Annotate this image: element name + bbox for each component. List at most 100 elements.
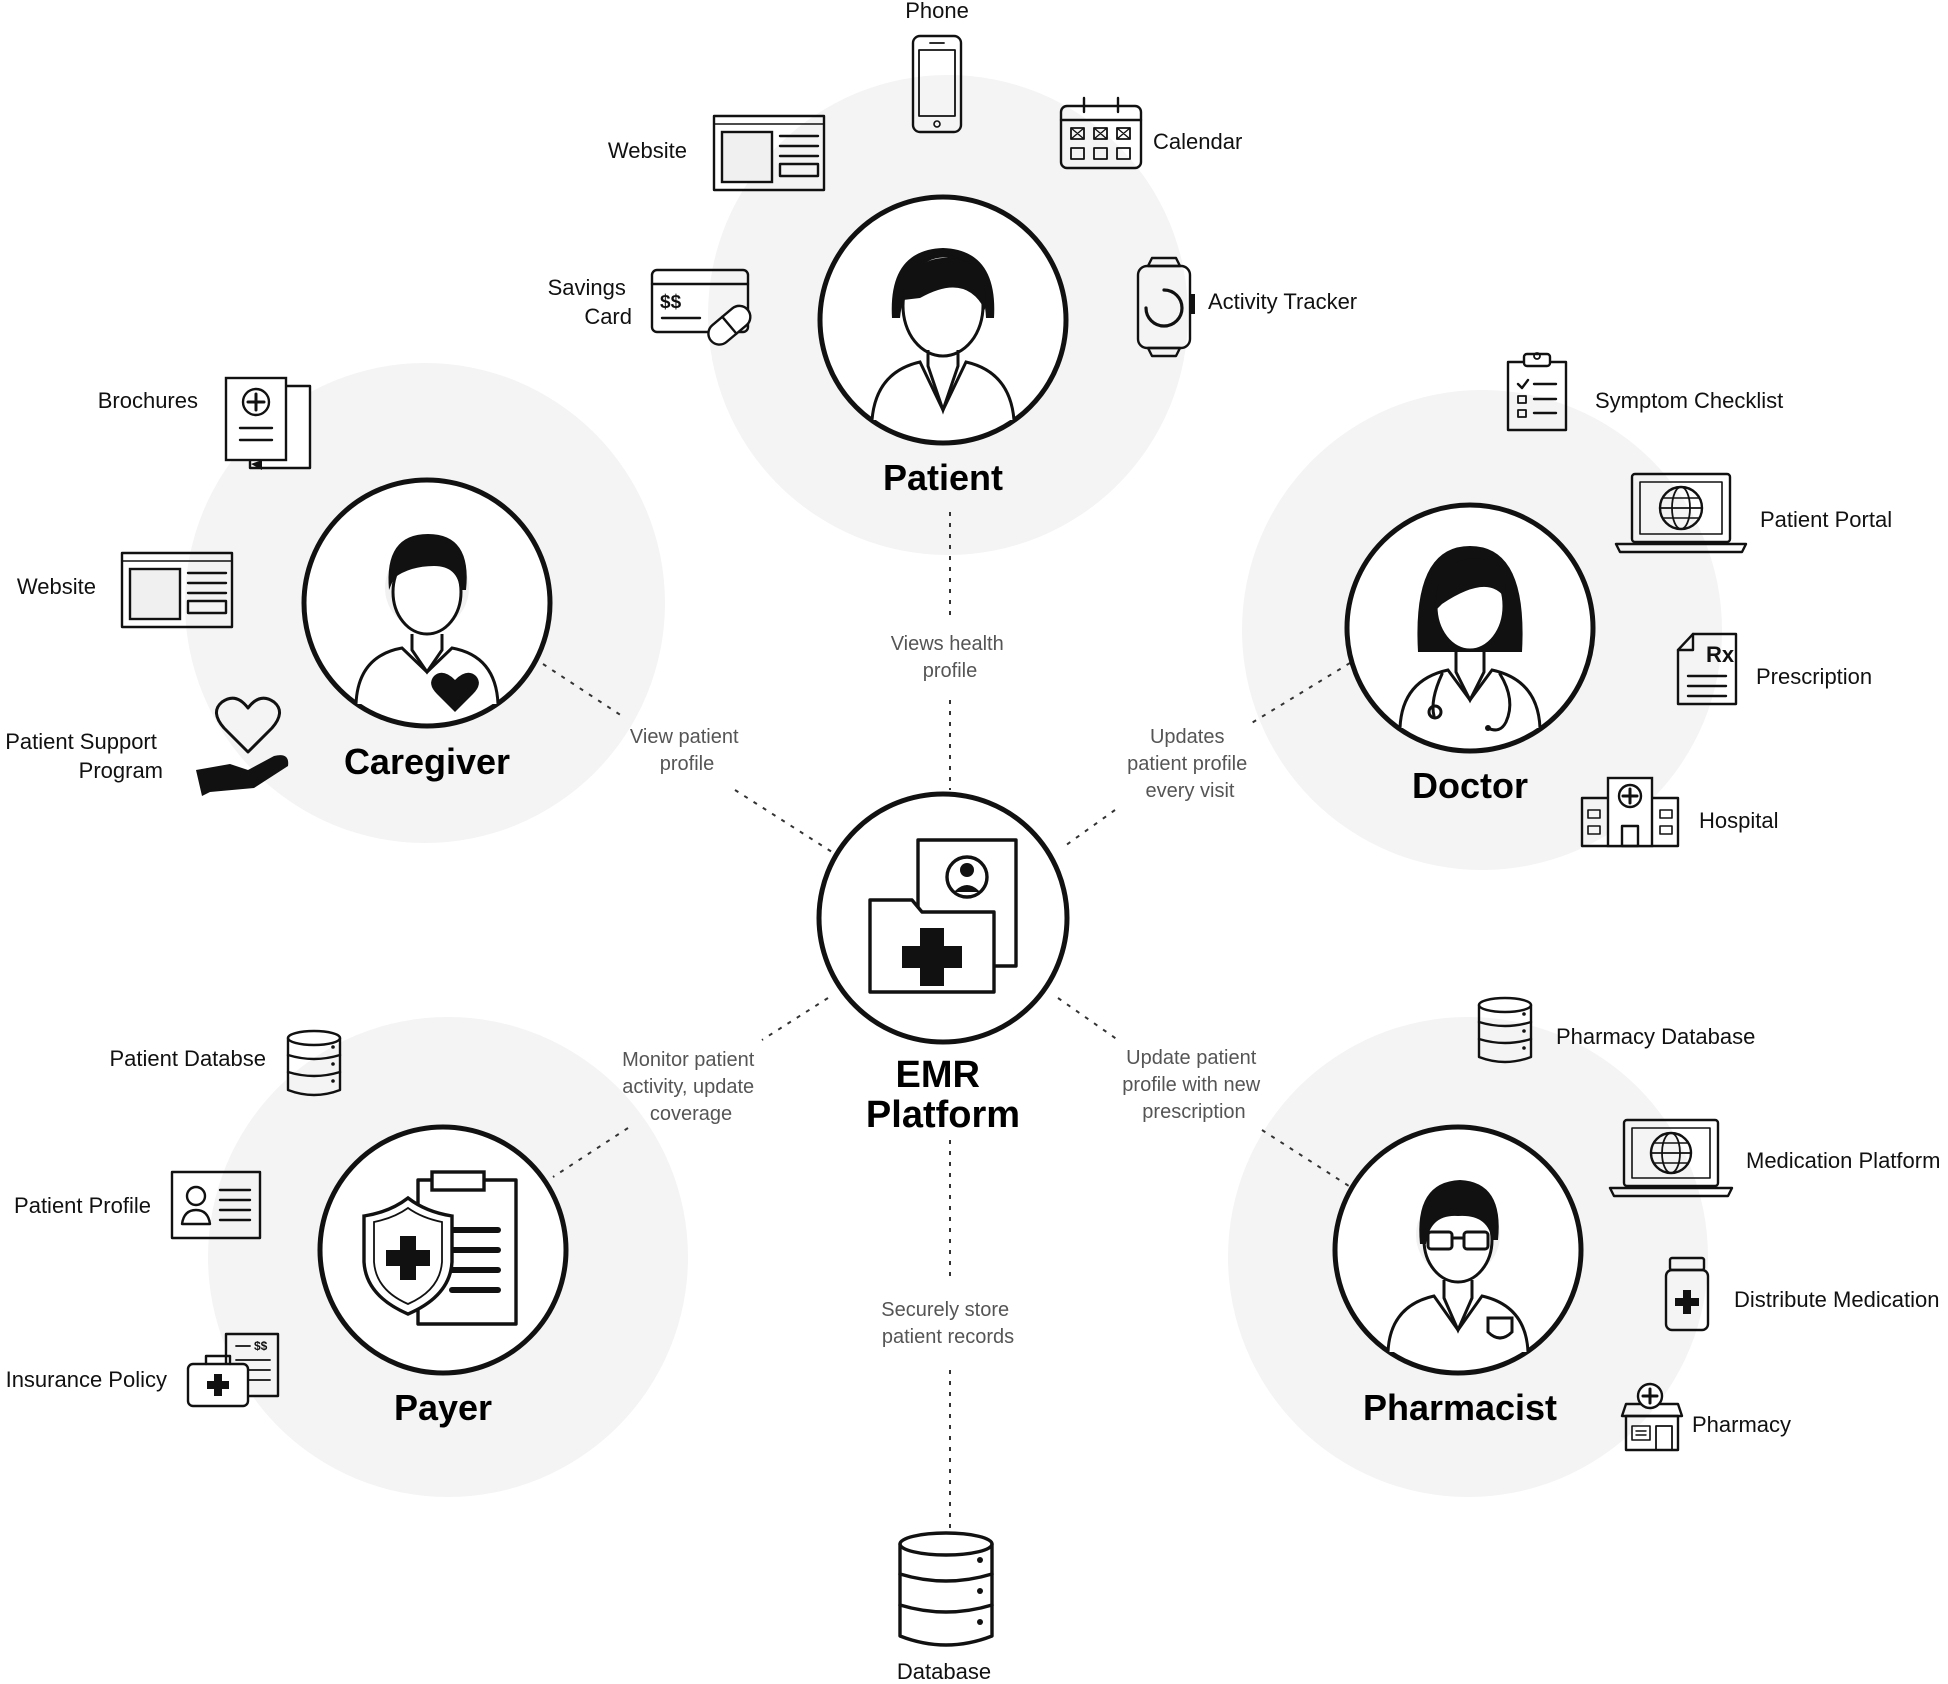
savings-card-item: Savings Card $$: [548, 268, 752, 346]
prescription-label: Prescription: [1756, 664, 1872, 689]
website-icon: [120, 551, 234, 629]
connector-caregiver-bottom: [734, 789, 833, 853]
laptop-globe-icon: [1614, 472, 1748, 554]
patient-title: Patient: [883, 457, 1003, 498]
heart-in-hand-icon: [196, 696, 289, 796]
payer-shield-clipboard-icon: [362, 1170, 518, 1326]
connector-doctor-top: [1249, 662, 1351, 725]
symptom-checklist-label: Symptom Checklist: [1595, 388, 1783, 413]
id-card-icon: [170, 1170, 262, 1240]
edge-label-pharmacist-line-1: Update patient: [1126, 1047, 1257, 1069]
connector-payer-bottom: [552, 1127, 629, 1178]
doctor-node[interactable]: [1344, 502, 1596, 754]
patient-portal-item: Patient Portal: [1614, 472, 1892, 554]
edge-label-doctor-line-3: every visit: [1146, 780, 1235, 802]
patient-portal-label: Patient Portal: [1760, 507, 1892, 532]
pharmacist-node[interactable]: [1332, 1124, 1584, 1376]
edge-label-pharmacist: Update patient profile with new prescrip…: [1122, 1047, 1265, 1123]
medication-platform-label: Medication Platform: [1746, 1148, 1940, 1173]
caregiver-website-label: Website: [17, 574, 96, 599]
pharmacist-title: Pharmacist: [1363, 1387, 1557, 1428]
database-icon: [286, 1029, 342, 1097]
brochure-icon: [224, 376, 312, 470]
edge-label-caregiver: View patient profile: [630, 726, 744, 775]
patient-node[interactable]: [817, 194, 1069, 446]
doctor-title: Doctor: [1412, 765, 1528, 806]
doctor-avatar-icon: [1398, 546, 1542, 732]
pharmacist-avatar-icon: [1386, 1180, 1530, 1353]
hospital-item: Hospital: [1580, 776, 1778, 848]
database-icon: [1477, 996, 1533, 1064]
prescription-icon: Rx: [1676, 632, 1738, 706]
pharmacy-store-icon: [1620, 1382, 1684, 1452]
brochures-item: Brochures: [98, 376, 312, 470]
medicine-bottle-icon: [1664, 1256, 1710, 1332]
hospital-icon: [1580, 776, 1680, 848]
patient-profile-label: Patient Profile: [14, 1193, 151, 1218]
activity-tracker-label: Activity Tracker: [1208, 289, 1357, 314]
insurance-policy-label: Insurance Policy: [6, 1367, 167, 1392]
activity-tracker-item: Activity Tracker: [1136, 256, 1357, 358]
connector-caregiver-top: [542, 663, 623, 717]
watch-icon: [1136, 256, 1195, 358]
payer-title: Payer: [394, 1387, 492, 1428]
support-program-label-line-2: Program: [79, 758, 163, 783]
edge-label-payer: Monitor patient activity, update coverag…: [622, 1049, 760, 1125]
insurance-kit-icon: $$: [186, 1332, 280, 1408]
medication-platform-item: Medication Platform: [1608, 1118, 1940, 1198]
distribute-medication-label: Distribute Medication: [1734, 1287, 1939, 1312]
laptop-globe-icon: [1608, 1118, 1734, 1198]
savings-card-label-line-2: Card: [584, 304, 632, 329]
savings-card-label: Savings Card: [548, 275, 632, 329]
patient-database-label: Patient Databse: [109, 1046, 266, 1071]
caregiver-title: Caregiver: [344, 741, 510, 782]
emr-platform-node[interactable]: [816, 791, 1070, 1045]
calendar-item: Calendar: [1059, 96, 1242, 170]
edge-label-payer-line-2: activity, update: [622, 1076, 754, 1098]
edge-label-doctor-line-1: Updates: [1150, 726, 1225, 748]
emr-platform-title: EMR Platform: [866, 1054, 1020, 1136]
pharmacy-item: Pharmacy: [1620, 1382, 1791, 1452]
patient-database-item: Patient Databse: [109, 1029, 342, 1097]
phone-label: Phone: [905, 0, 969, 23]
hospital-label: Hospital: [1699, 808, 1778, 833]
edge-label-doctor: Updates patient profile every visit: [1127, 726, 1253, 802]
patient-avatar-icon: [870, 248, 1016, 421]
edge-label-database-line-2: patient records: [882, 1326, 1014, 1348]
caregiver-avatar-icon: [354, 534, 500, 712]
savings-card-label-line-1: Savings: [548, 275, 626, 300]
database-node[interactable]: [898, 1531, 994, 1647]
database-label: Database: [897, 1659, 991, 1684]
edge-label-caregiver-line-2: profile: [660, 753, 714, 775]
website-icon: [712, 114, 826, 192]
calendar-label: Calendar: [1153, 129, 1242, 154]
connector-doctor-bottom: [1061, 809, 1116, 849]
insurance-policy-item: Insurance Policy $$: [6, 1332, 280, 1408]
patient-website-item: Website: [608, 114, 826, 192]
payer-node[interactable]: [317, 1124, 569, 1376]
calendar-icon: [1059, 96, 1143, 170]
savings-card-dollar-glyph: $$: [660, 292, 682, 313]
edge-label-doctor-line-2: patient profile: [1127, 753, 1247, 775]
insurance-dollar-glyph: $$: [254, 1339, 268, 1353]
connectors: [542, 512, 1353, 1532]
caregiver-node[interactable]: [301, 477, 553, 729]
database-icon: [898, 1531, 994, 1647]
edge-label-pharmacist-line-3: prescription: [1142, 1101, 1245, 1123]
edge-label-payer-line-3: coverage: [650, 1103, 732, 1125]
phone-item: Phone: [905, 0, 969, 134]
edge-label-pharmacist-line-2: profile with new: [1122, 1074, 1260, 1096]
support-program-label: Patient Support Program: [5, 729, 163, 783]
pharmacy-label: Pharmacy: [1692, 1412, 1791, 1437]
emr-platform-title-line-1: EMR: [895, 1054, 979, 1096]
patient-website-label: Website: [608, 138, 687, 163]
emr-platform-title-line-2: Platform: [866, 1094, 1020, 1136]
edge-label-database-line-1: Securely store: [881, 1299, 1009, 1321]
patient-profile-item: Patient Profile: [14, 1170, 262, 1240]
savings-card-icon: $$: [650, 268, 752, 346]
support-program-item: Patient Support Program: [5, 696, 289, 796]
prescription-rx-glyph: Rx: [1706, 642, 1735, 667]
edge-label-caregiver-line-1: View patient: [630, 726, 739, 748]
symptom-checklist-item: Symptom Checklist: [1506, 352, 1783, 432]
edge-label-database: Securely store patient records: [881, 1299, 1014, 1348]
